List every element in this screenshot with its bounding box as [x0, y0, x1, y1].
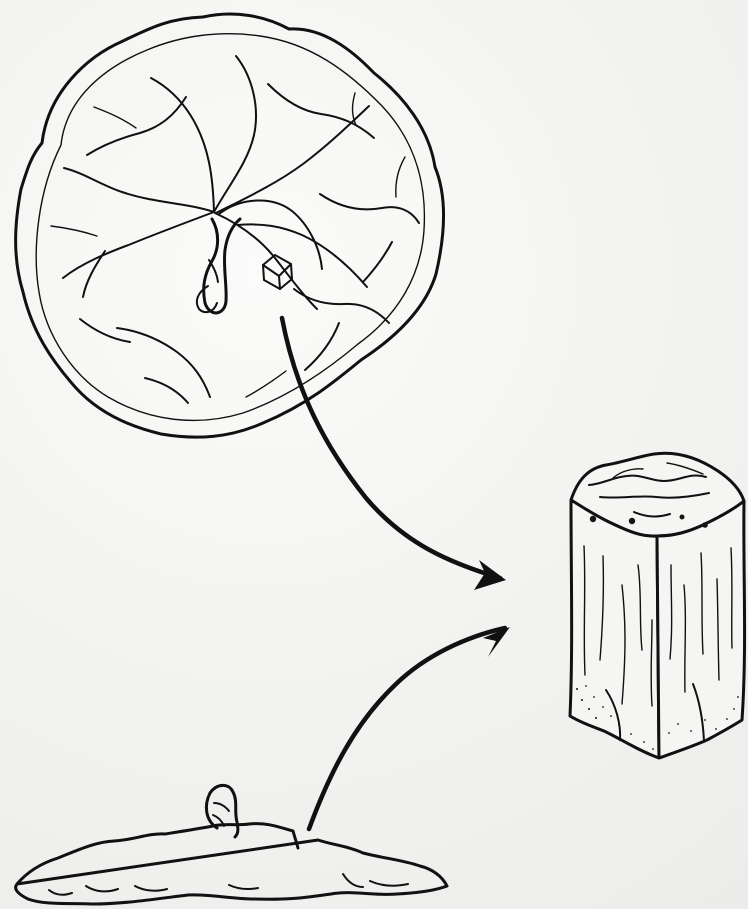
tissue-block-front	[570, 500, 659, 758]
stipe-knob	[206, 785, 237, 837]
pileus-fold-lines	[51, 56, 419, 403]
stipe-base-outline	[16, 824, 447, 904]
stipe-drawing	[16, 785, 447, 904]
pileus-inner-rim	[36, 34, 424, 421]
pileus-drawing	[16, 14, 444, 437]
pileus-stem-scar	[204, 219, 240, 313]
arrow-from-stipe	[309, 627, 510, 829]
tissue-block-drawing	[570, 453, 745, 758]
